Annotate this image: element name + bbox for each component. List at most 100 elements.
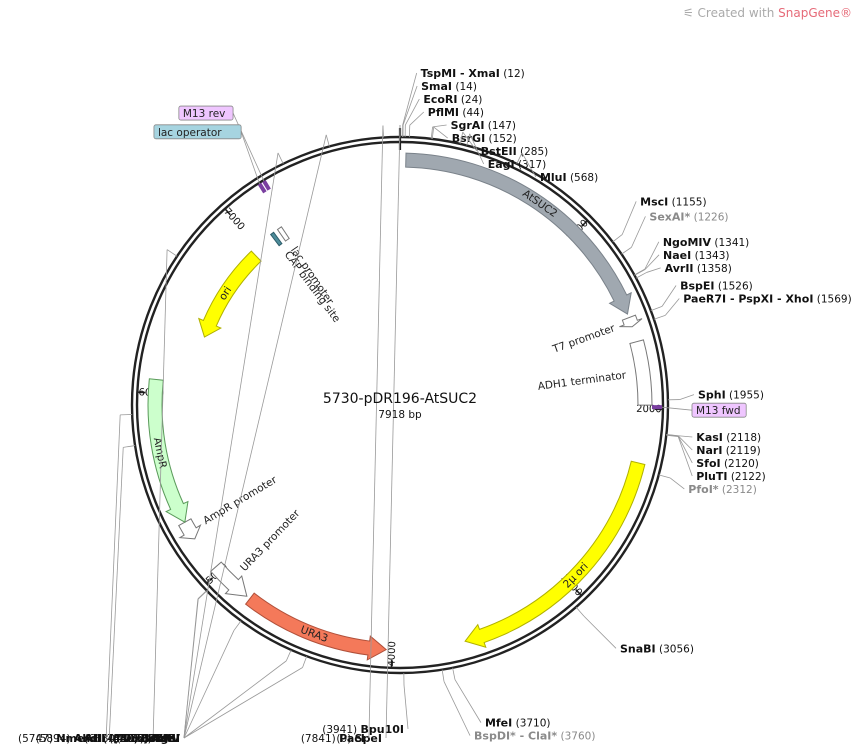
enzyme-sexai[interactable]: SexAI* (1226)	[621, 210, 729, 255]
enzyme-bspdi-clai[interactable]: BspDI* - ClaI* (3760)	[441, 669, 595, 743]
enzyme-name: TspMI - XmaI	[421, 67, 500, 80]
feature-atsuc2[interactable]	[405, 152, 632, 315]
feature-ampr[interactable]	[147, 378, 189, 523]
enzyme-spei[interactable]: (0) SpeI	[336, 124, 401, 745]
enzyme-bspei[interactable]: BspEI (1526)	[650, 279, 753, 311]
enzyme-pfoi[interactable]: PfoI* (2312)	[658, 474, 757, 496]
enzyme-agei[interactable]: (7582) AgeI	[114, 134, 330, 745]
enzyme-paci[interactable]: (7841) PacI	[301, 125, 385, 745]
enzyme-name: SgrAI	[451, 119, 485, 132]
enzyme-ecori[interactable]: EcoRI (24)	[404, 93, 482, 138]
enzyme-snabi[interactable]: SnaBI (3056)	[575, 606, 694, 655]
enzyme-mfei[interactable]: MfeI (3710)	[452, 667, 551, 730]
primer-box-m13-rev[interactable]	[178, 105, 234, 121]
enzyme-site-mark	[466, 133, 471, 146]
enzyme-name: NarI	[696, 444, 722, 457]
primer-box-m13-fwd[interactable]	[691, 402, 747, 418]
enzyme-nmeaiii[interactable]: (5747) NmeAIII	[18, 445, 136, 745]
enzyme-sphi[interactable]: SphI (1955)	[667, 389, 764, 402]
enzyme-naei[interactable]: NaeI (1343)	[634, 249, 730, 276]
enzyme-bsshii[interactable]: (7350) BssHII	[103, 152, 284, 745]
enzyme-leader-line	[521, 152, 537, 178]
enzyme-ndei[interactable]: (4759) NdeI	[113, 620, 242, 745]
enzyme-sgrai[interactable]: SgrAI (147)	[430, 119, 516, 139]
enzyme-label: (4407) BstBI	[109, 732, 180, 745]
enzyme-leader-line	[679, 394, 695, 400]
enzyme-pluti[interactable]: PluTI (2122)	[666, 434, 766, 483]
feature-t7-promoter[interactable]	[619, 314, 643, 328]
enzyme-bpu10i[interactable]: (3941) Bpu10I	[322, 672, 409, 736]
enzyme-site-mark	[634, 268, 646, 276]
enzyme-leader-line	[183, 630, 235, 739]
enzyme-leader-line	[646, 267, 661, 273]
enzyme-label: PluTI (2122)	[696, 470, 766, 483]
enzyme-leader-line	[469, 133, 485, 165]
enzyme-label: SfoI (2120)	[696, 457, 759, 470]
restriction-sites: TspMI - XmaI (12)SmaI (14)EcoRI (24)PflM…	[18, 67, 852, 745]
feature-lac-promoter[interactable]	[276, 226, 290, 242]
enzyme-position: (152)	[489, 133, 517, 145]
enzyme-pflmi[interactable]: PflMI (44)	[408, 106, 484, 138]
enzyme-bsteii[interactable]: BstEII (285)	[459, 131, 548, 158]
enzyme-smai[interactable]: SmaI (14)	[402, 80, 477, 138]
enzyme-paer7i-pspxi-xhoi[interactable]: PaeR7I - PspXI - XhoI (1569)	[653, 292, 852, 320]
tick-mark-7000	[224, 208, 231, 216]
feature-2-ori[interactable]	[464, 460, 646, 649]
enzyme-ecorv[interactable]: (4486) EcoRV	[103, 649, 292, 745]
enzyme-position: (1569)	[817, 293, 852, 305]
enzyme-position: (2120)	[724, 458, 759, 470]
feature-ura3[interactable]	[244, 592, 388, 661]
enzyme-site-mark	[634, 269, 646, 276]
enzyme-leader-line	[677, 436, 693, 477]
enzyme-position: (2118)	[726, 432, 761, 444]
enzyme-label: BspDI* - ClaI* (3760)	[474, 730, 595, 743]
enzyme-ngomiv[interactable]: NgoMIV (1341)	[634, 236, 749, 276]
enzyme-sfoi[interactable]: SfoI (2120)	[666, 434, 759, 470]
enzyme-position: (2312)	[722, 484, 757, 496]
enzyme-position: (4407)	[109, 733, 144, 745]
enzyme-label: NgoMIV (1341)	[663, 236, 749, 249]
primer-box-lac-operator[interactable]	[153, 124, 242, 140]
enzyme-leader-line	[664, 298, 680, 316]
feature-ura3-promoter[interactable]	[209, 561, 248, 597]
enzyme-site-mark	[431, 126, 435, 139]
enzyme-leader-line	[402, 85, 418, 126]
enzyme-label: (4975) AatII	[112, 732, 180, 745]
enzyme-avrii[interactable]: AvrII (1358)	[635, 262, 732, 279]
feature-ampr-promoter[interactable]	[178, 518, 202, 540]
enzyme-position: (1226)	[694, 211, 729, 223]
feature-adh1-terminator[interactable]	[629, 339, 653, 406]
feature-cap-binding-site[interactable]	[269, 231, 283, 247]
enzyme-tspmi-xmai[interactable]: TspMI - XmaI (12)	[402, 67, 525, 138]
enzyme-leader-line	[677, 435, 693, 464]
enzyme-site-mark	[166, 249, 178, 257]
enzyme-site-mark	[459, 132, 464, 144]
enzyme-position: (0)	[336, 733, 351, 745]
enzyme-name: EcoRV	[141, 732, 180, 745]
enzyme-eagi[interactable]: EagI (317)	[466, 133, 546, 171]
enzyme-aatii[interactable]: (4975) AatII	[112, 590, 207, 745]
enzyme-kasi[interactable]: KasI (2118)	[666, 431, 761, 444]
enzyme-bsrgi[interactable]: BsrGI (152)	[431, 126, 517, 145]
enzyme-name: DrdI	[123, 732, 150, 745]
enzyme-label: (6680) DrdI	[84, 732, 149, 745]
enzyme-name: SfoI	[696, 457, 720, 470]
enzyme-nari[interactable]: NarI (2119)	[666, 434, 761, 457]
enzyme-drdi[interactable]: (6680) DrdI	[84, 249, 178, 745]
enzyme-name: KasI	[696, 431, 723, 444]
enzyme-name: AatII	[151, 732, 180, 745]
enzyme-ahdi[interactable]: (5894) AhdI	[36, 414, 133, 745]
enzyme-zrai[interactable]: (4973) ZraI	[117, 590, 208, 745]
enzyme-bstbi[interactable]: (4407) BstBI	[109, 656, 308, 745]
feature-ori[interactable]	[197, 250, 262, 338]
enzyme-leader-line	[183, 599, 199, 739]
enzyme-site-mark	[285, 649, 292, 662]
enzyme-name: BstEII	[481, 145, 517, 158]
enzyme-msci[interactable]: MscI (1155)	[612, 195, 707, 243]
enzyme-mlui[interactable]: MluI (568)	[516, 152, 598, 184]
enzyme-label: MscI (1155)	[640, 195, 706, 208]
enzyme-position: (1155)	[672, 196, 707, 208]
enzyme-name: NmeAIII	[56, 732, 105, 745]
